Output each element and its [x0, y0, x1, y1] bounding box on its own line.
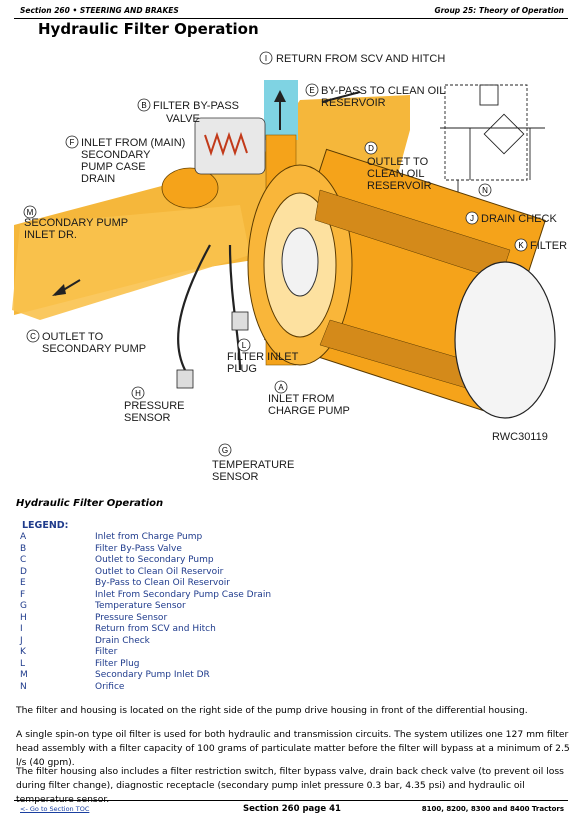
label-pressure-2: SENSOR — [124, 412, 171, 424]
label-temperature-1: TEMPERATURE — [212, 459, 294, 471]
secondary-drain-port — [161, 167, 219, 209]
label-inlet-main-2: SECONDARY — [81, 149, 151, 161]
pressure-sensor-body — [176, 369, 194, 389]
callout-c-letter: C — [30, 332, 36, 341]
label-charge-inlet-1: INLET FROM — [268, 393, 334, 405]
hydraulic-filter-diagram: I E B F D M J K C L H A G N RETURN FROM … — [12, 51, 567, 483]
label-return-scv: RETURN FROM SCV AND HITCH — [276, 53, 445, 65]
outlet-flow-band — [12, 205, 250, 320]
page-number: Section 260 page 41 — [243, 804, 341, 814]
filter-plug-body — [231, 311, 249, 331]
section-label: Section 260 • STEERING AND BRAKES — [20, 6, 179, 15]
callout-n-letter: N — [482, 186, 488, 195]
label-filter-plug-1: FILTER INLET — [227, 351, 299, 363]
callout-i-letter: I — [265, 54, 267, 63]
paragraph-filter: A single spin-on type oil filter is used… — [16, 729, 570, 768]
figure-caption: Hydraulic Filter Operation — [16, 498, 164, 509]
bypass-spring — [204, 131, 248, 157]
hydraulic-schematic — [440, 84, 545, 192]
model-list: 8100, 8200, 8300 and 8400 Tractors — [421, 805, 564, 813]
label-bypass-2: RESERVOIR — [321, 97, 386, 109]
label-filter-bypass-1: FILTER BY-PASS — [153, 100, 239, 112]
bypass-valve-body — [194, 117, 266, 175]
label-outlet-clean-2: CLEAN OIL — [367, 168, 424, 180]
label-secondary-inlet-2: INLET DR. — [24, 229, 77, 241]
label-bypass-1: BY-PASS TO CLEAN OIL — [321, 85, 445, 97]
label-secondary-inlet-1: SECONDARY PUMP — [24, 217, 128, 229]
callout-f-letter: F — [70, 138, 75, 147]
label-charge-inlet-2: CHARGE PUMP — [268, 405, 350, 417]
label-inlet-main-1: INLET FROM (MAIN) — [81, 137, 185, 149]
label-filter-bypass-2: VALVE — [166, 113, 200, 125]
label-outlet-clean-1: OUTLET TO — [367, 156, 429, 168]
return-arrowhead — [274, 90, 286, 102]
page-header: Section 260 • STEERING AND BRAKES Group … — [0, 0, 582, 20]
callout-g-letter: G — [222, 446, 228, 455]
paragraph-location: The filter and housing is located on the… — [16, 705, 528, 716]
callout-b-letter: B — [141, 101, 146, 110]
label-filter-plug-2: PLUG — [227, 363, 257, 375]
legend-title: LEGEND: — [22, 520, 69, 531]
label-outlet-secondary-2: SECONDARY PUMP — [42, 343, 146, 355]
page-title: Hydraulic Filter Operation — [38, 20, 259, 38]
figure-reference: RWC30119 — [492, 431, 548, 443]
callout-a-letter: A — [278, 383, 284, 392]
label-inlet-main-4: DRAIN — [81, 173, 115, 185]
footer-rule — [14, 800, 568, 801]
pressure-sensor-wire — [177, 244, 211, 371]
callout-k-letter: K — [518, 241, 524, 250]
bypass-arrow — [321, 91, 361, 103]
drain-check-cap — [281, 227, 319, 297]
callout-d-letter: D — [368, 144, 374, 153]
callout-l-letter: L — [242, 341, 247, 350]
paragraph-housing: The filter housing also includes a filte… — [16, 766, 564, 805]
callout-e-letter: E — [309, 86, 314, 95]
filter-end-cap — [454, 261, 556, 419]
label-drain-check: DRAIN CHECK — [481, 213, 557, 225]
label-outlet-clean-3: RESERVOIR — [367, 180, 432, 192]
callout-m-letter: M — [27, 208, 34, 217]
callout-j-letter: J — [470, 214, 474, 223]
label-pressure-1: PRESSURE — [124, 400, 185, 412]
label-temperature-2: SENSOR — [212, 471, 259, 483]
section-toc-link[interactable]: <- Go to Section TOC — [20, 805, 90, 813]
label-inlet-main-3: PUMP CASE — [81, 161, 146, 173]
header-rule — [14, 18, 568, 19]
group-label: Group 25: Theory of Operation — [434, 6, 564, 15]
label-outlet-secondary-1: OUTLET TO — [42, 331, 104, 343]
label-filter: FILTER — [530, 240, 567, 252]
callout-h-letter: H — [135, 389, 141, 398]
outlet-arrowhead — [52, 284, 66, 296]
